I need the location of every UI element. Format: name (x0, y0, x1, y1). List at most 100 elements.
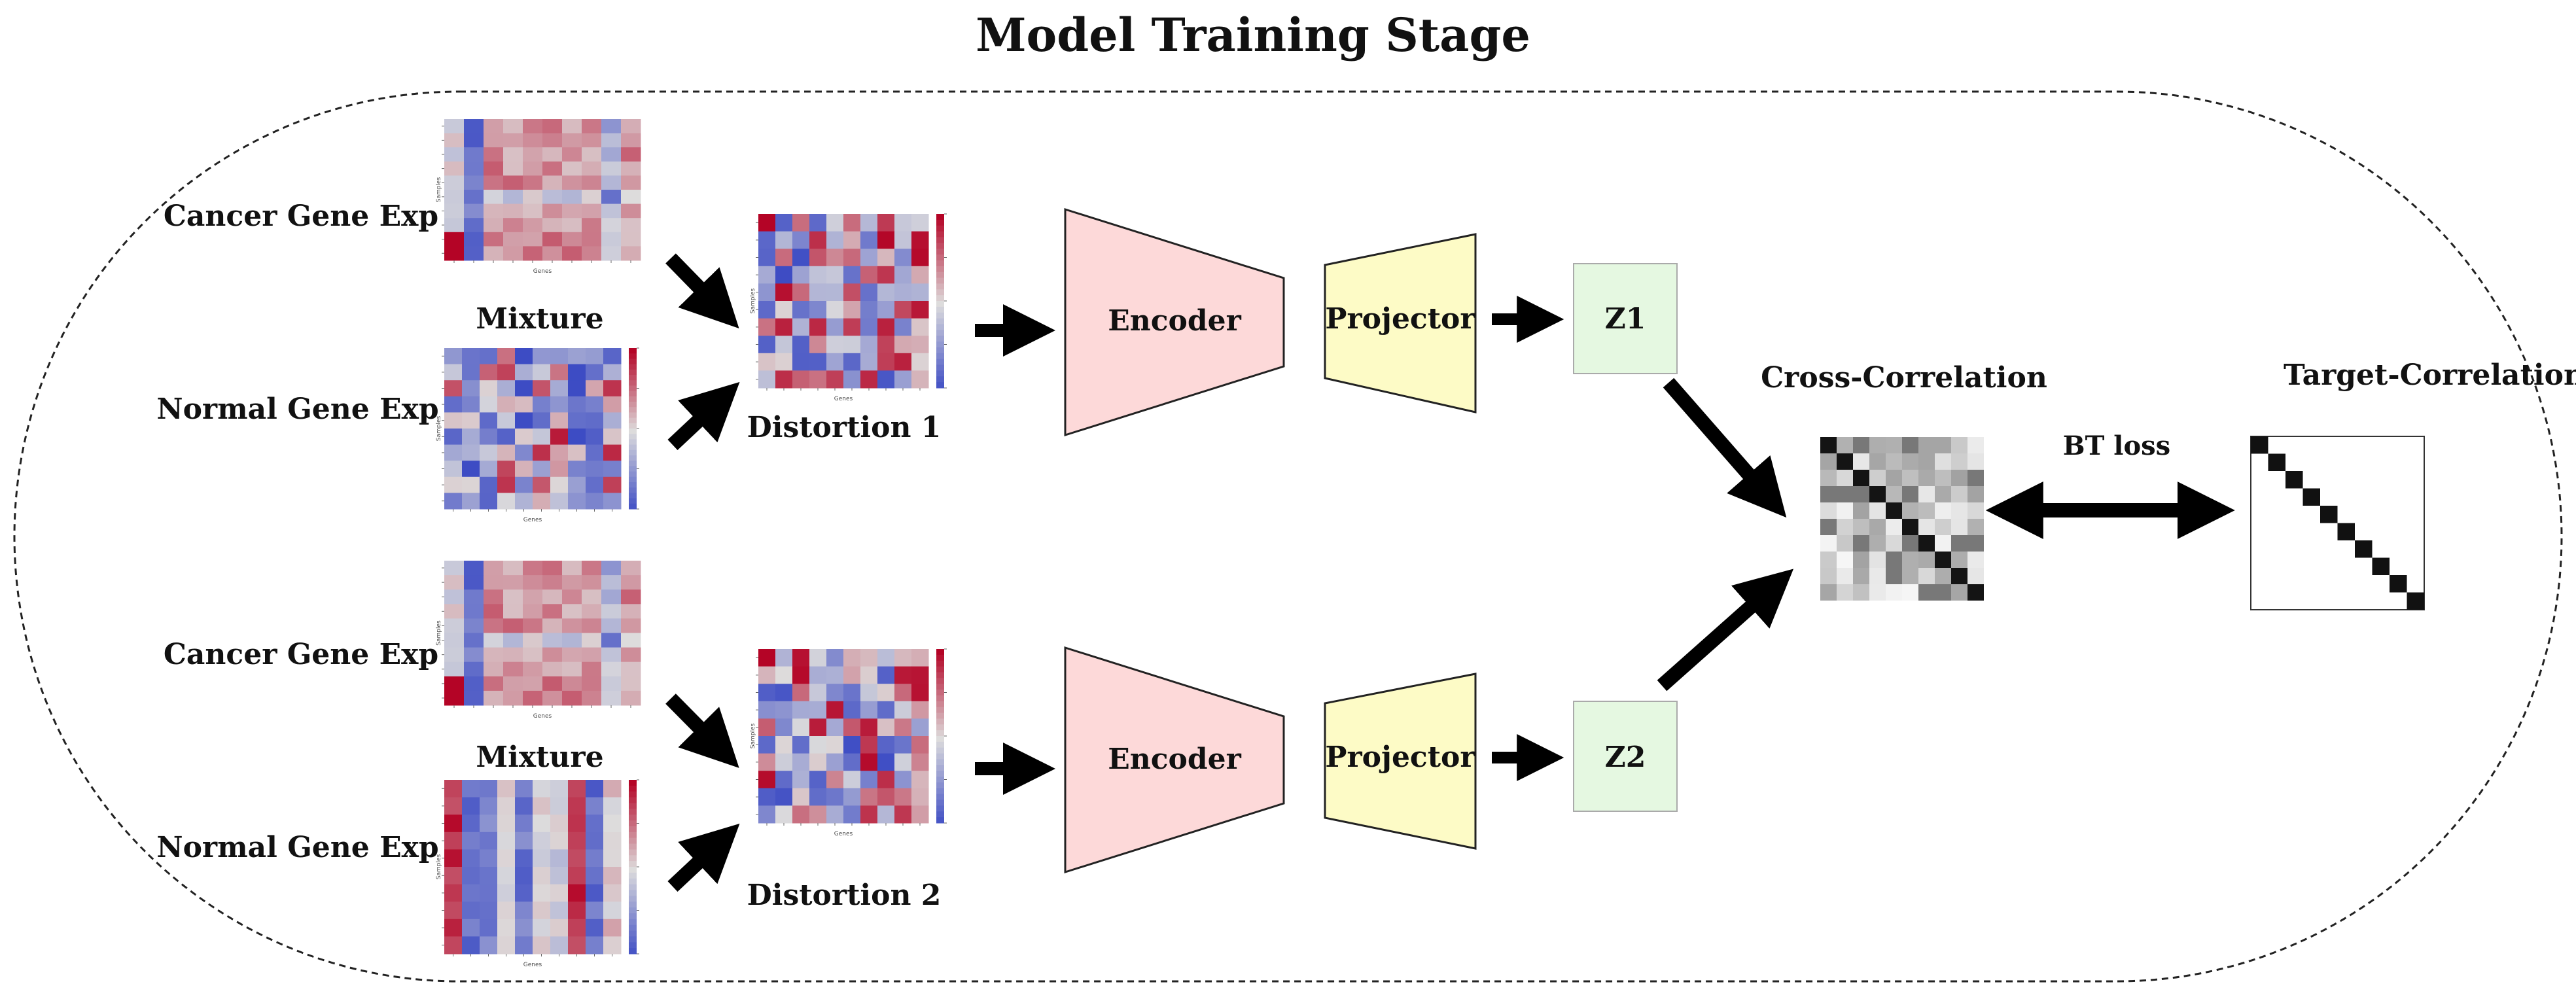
target-diagonal-cell (2268, 453, 2285, 471)
cross-cell (1918, 470, 1935, 486)
heatmap-ylabel: Samples (750, 723, 756, 748)
cross-cell (1820, 502, 1837, 519)
heatmap-xlabel: Genes (523, 517, 542, 523)
cross-cell (1967, 519, 1984, 535)
cross-cell (1935, 584, 1951, 601)
encoder-block-bottom (1064, 646, 1285, 874)
heatmap-xlabel: Genes (834, 831, 853, 837)
cross-cell (1902, 502, 1918, 519)
z1-label: Z1 (1605, 302, 1646, 336)
cross-cell (1820, 453, 1837, 470)
cross-cell (1869, 470, 1886, 486)
training-stage-boundary (13, 90, 2563, 983)
cross-cell (1886, 453, 1902, 470)
cross-cell (1837, 519, 1853, 535)
cross-cell (1951, 584, 1967, 601)
cross-cell (1886, 519, 1902, 535)
cross-cell (1853, 453, 1869, 470)
cross-cell (1902, 470, 1918, 486)
heatmap-ylabel: Samples (750, 288, 756, 313)
cross-cell (1902, 519, 1918, 535)
cross-cell (1853, 584, 1869, 601)
heatmap-ylabel: Samples (436, 415, 442, 441)
cross-cell (1820, 470, 1837, 486)
cross-cell (1837, 502, 1853, 519)
encoder-label-bottom: Encoder (1108, 743, 1241, 776)
mixture-label-bottom: Mixture (476, 741, 603, 774)
cross-cell (1935, 568, 1951, 584)
cross-cell (1935, 535, 1951, 552)
heatmap-xlabel: Genes (834, 396, 853, 402)
cross-cell (1967, 453, 1984, 470)
target-diagonal-cell (2355, 540, 2373, 558)
z1-box (1573, 263, 1678, 374)
cross-correlation-label: Cross-Correlation (1761, 361, 2047, 394)
cross-cell (1853, 470, 1869, 486)
cross-cell (1853, 568, 1869, 584)
cancer-gene-exp-label-top: Cancer Gene Exp (164, 200, 438, 233)
cross-cell (1869, 584, 1886, 601)
cross-cell (1967, 502, 1984, 519)
cross-cell (1951, 437, 1967, 453)
cross-cell (1820, 437, 1837, 453)
cross-cell (1820, 568, 1837, 584)
projector-block-bottom (1324, 673, 1477, 850)
arrow-z2-to-cross (1657, 569, 1794, 692)
cross-cell (1951, 502, 1967, 519)
cross-cell (1869, 502, 1886, 519)
cross-cell (1869, 486, 1886, 502)
cross-cell (1918, 437, 1935, 453)
target-diagonal-cell (2337, 523, 2355, 540)
cross-cell (1837, 584, 1853, 601)
cross-cell (1886, 437, 1902, 453)
cross-cell (1951, 519, 1967, 535)
cross-cell (1853, 535, 1869, 552)
cross-cell (1918, 568, 1935, 584)
cross-cell (1967, 437, 1984, 453)
cross-cell (1951, 535, 1967, 552)
heatmap-xlabel: Genes (523, 962, 542, 968)
distortion-label-top: Distortion 1 (747, 411, 942, 444)
distortion-heatmap-top: Genes Samples (750, 213, 947, 402)
cross-cell (1951, 470, 1967, 486)
target-diagonal-cell (2407, 592, 2424, 610)
cross-cell (1935, 470, 1951, 486)
cross-correlation-matrix (1820, 437, 1984, 601)
cross-cell (1820, 486, 1837, 502)
cross-cell (1967, 486, 1984, 502)
target-diagonal-cell (2251, 436, 2268, 454)
target-diagonal-cell (2320, 506, 2338, 523)
cross-cell (1935, 552, 1951, 568)
encoder-block-top (1064, 207, 1285, 437)
heatmap-ylabel: Samples (436, 177, 442, 202)
z2-label: Z2 (1605, 741, 1646, 774)
cross-cell (1918, 453, 1935, 470)
cross-cell (1935, 502, 1951, 519)
cross-cell (1853, 519, 1869, 535)
z2-box (1573, 701, 1678, 812)
cross-cell (1886, 535, 1902, 552)
target-correlation-matrix (2250, 436, 2425, 610)
cross-cell (1886, 584, 1902, 601)
cross-cell (1967, 584, 1984, 601)
cross-cell (1869, 437, 1886, 453)
cross-cell (1837, 453, 1853, 470)
target-diagonal-cell (2390, 575, 2407, 593)
cross-cell (1886, 502, 1902, 519)
cross-cell (1902, 437, 1918, 453)
normal-gene-exp-label-bottom: Normal Gene Exp (156, 831, 438, 864)
cross-cell (1918, 584, 1935, 601)
cross-cell (1951, 453, 1967, 470)
cross-cell (1967, 535, 1984, 552)
cross-cell (1935, 453, 1951, 470)
cross-cell (1967, 552, 1984, 568)
cross-cell (1902, 486, 1918, 502)
cross-cell (1869, 568, 1886, 584)
cross-cell (1886, 552, 1902, 568)
cross-cell (1886, 470, 1902, 486)
cross-cell (1967, 470, 1984, 486)
distortion-label-bottom: Distortion 2 (747, 879, 942, 912)
